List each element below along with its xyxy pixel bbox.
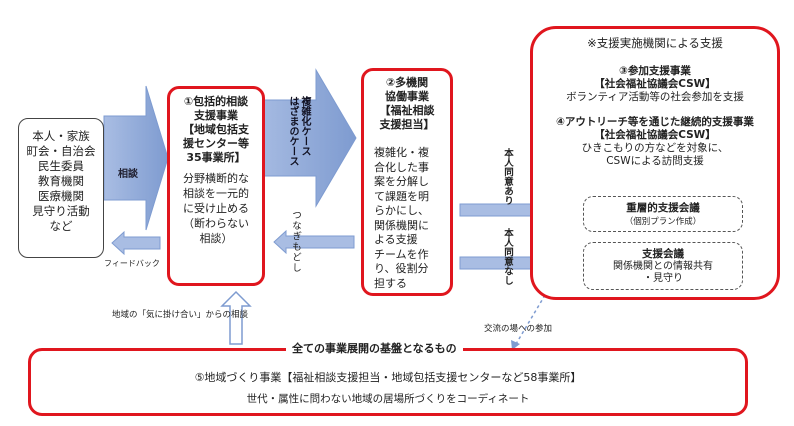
individual-line: 民生委員 bbox=[38, 159, 84, 173]
foundation-community-building: ⑤地域づくり事業【福祉相談支援担当・地域包括支援センターなど58事業所】 世代・… bbox=[28, 348, 748, 416]
item3-org: 【社会福祉協議会CSW】 bbox=[594, 78, 716, 90]
box2-body-line: らかにし、 bbox=[374, 204, 429, 217]
box2-title-line: 【福祉相談 bbox=[379, 104, 435, 117]
box2-body-line: 関係機関に bbox=[374, 218, 429, 232]
exchange-participation-label: 交流の場への参加 bbox=[484, 324, 553, 334]
box1-body: 分野横断的な 相談を一元的 に受け止める （断わらない 相談） bbox=[174, 171, 258, 246]
box2-body-line: 合化した事 bbox=[374, 160, 429, 174]
connect-back-label: つなぎもどし bbox=[290, 210, 301, 273]
exchange-arrowhead bbox=[511, 340, 520, 350]
box2-body-line: よる支援 bbox=[374, 233, 418, 246]
item3-desc: ボランティア活動等の社会参加を支援 bbox=[566, 91, 744, 103]
box2-body-line: 複雑化・複 bbox=[374, 146, 429, 159]
consult-label: 相談 bbox=[118, 169, 138, 180]
difficult-case-label: 複雑化ケース はざまのケース bbox=[287, 96, 310, 166]
box1-title-line: 支援事業 bbox=[194, 109, 238, 122]
item4-org: 【社会福祉協議会CSW】 bbox=[594, 129, 716, 141]
box1-title: ①包括的相談 支援事業 【地域包括支 援センター等 35事業所】 bbox=[174, 95, 258, 165]
feedback-arrow bbox=[111, 230, 161, 256]
individual-line: など bbox=[49, 219, 73, 233]
box1-title-line: 35事業所】 bbox=[186, 151, 246, 164]
box1-title-line: 援センター等 bbox=[183, 137, 249, 150]
item3-title: ③参加支援事業 bbox=[619, 65, 691, 77]
feedback-label: フィードバック bbox=[104, 259, 160, 268]
meeting2-title: 支援会議 bbox=[642, 248, 684, 260]
community-up-arrow bbox=[220, 290, 252, 345]
box1-comprehensive-consultation: ①包括的相談 支援事業 【地域包括支 援センター等 35事業所】 分野横断的な … bbox=[167, 86, 265, 286]
consent-yes-label: 本人同意あり bbox=[502, 148, 513, 205]
box2-title: ②多機関 協働事業 【福祉相談 支援担当】 bbox=[368, 76, 446, 132]
multi-layer-support-meeting: 重層的支援会議 （個別プラン作成） bbox=[583, 196, 743, 232]
foundation-title: ⑤地域づくり事業【福祉相談支援担当・地域包括支援センターなど58事業所】 bbox=[194, 371, 582, 384]
item4-desc-1: ひきこもりの方などを対象に、 bbox=[581, 142, 729, 154]
box1-title-line: ①包括的相談 bbox=[183, 95, 249, 108]
box1-body-line: 分野横断的な bbox=[183, 172, 249, 185]
box2-body-line: て課題を明 bbox=[374, 189, 429, 203]
item4-title: ④アウトリーチ等を通じた継続的支援事業 bbox=[556, 116, 754, 128]
meeting1-title: 重層的支援会議 bbox=[626, 202, 700, 214]
box2-body-line: 案を分解し bbox=[374, 175, 429, 188]
individual-box: 本人・家族 町会・自治会 民生委員 教育機関 医療機関 見守り活動 など bbox=[18, 118, 104, 258]
box1-body-line: に受け止める bbox=[183, 202, 249, 215]
consult-arrow bbox=[103, 85, 169, 231]
community-consult-label: 地域の「気に掛け合い」からの相談 bbox=[112, 310, 249, 320]
individual-line: 医療機関 bbox=[38, 189, 84, 203]
box2-body: 複雑化・複 合化した事 案を分解し て課題を明 らかにし、 関係機関に よる支援… bbox=[368, 146, 446, 291]
individual-line: 町会・自治会 bbox=[26, 144, 96, 158]
individual-line: 本人・家族 bbox=[32, 129, 90, 143]
meeting2-desc-1: 関係機関との情報共有 bbox=[613, 261, 713, 272]
box1-body-line: （断わらない bbox=[183, 217, 249, 230]
box2-title-line: ②多機関 bbox=[385, 76, 429, 89]
individual-line: 見守り活動 bbox=[32, 204, 90, 218]
box2-title-line: 支援担当】 bbox=[379, 118, 435, 131]
box1-body-line: 相談） bbox=[199, 232, 233, 245]
support-meeting: 支援会議 関係機関との情報共有 ・見守り bbox=[583, 242, 743, 290]
box2-body-line: 担する bbox=[374, 276, 407, 290]
consent-no-label: 本人同意なし bbox=[502, 228, 513, 285]
box2-body-line: り、役割分 bbox=[374, 262, 429, 275]
individual-line: 教育機関 bbox=[38, 174, 84, 188]
box1-title-line: 【地域包括支 bbox=[183, 123, 249, 136]
meeting2-desc-2: ・見守り bbox=[643, 273, 683, 284]
support-header: ※支援実施機関による支援 bbox=[587, 36, 723, 50]
box2-title-line: 協働事業 bbox=[385, 90, 429, 103]
box1-body-line: 相談を一元的 bbox=[183, 187, 249, 200]
meeting1-sub: （個別プラン作成） bbox=[624, 217, 702, 227]
foundation-label: 全ての事業展開の基盤となるもの bbox=[286, 340, 463, 356]
exchange-connector bbox=[515, 289, 549, 345]
individual-list: 本人・家族 町会・自治会 民生委員 教育機関 医療機関 見守り活動 など bbox=[19, 129, 103, 234]
item4-desc-2: CSWによる訪問支援 bbox=[606, 155, 704, 167]
foundation-desc: 世代・属性に問わない地域の居場所づくりをコーディネート bbox=[246, 393, 530, 405]
box2-multi-agency: ②多機関 協働事業 【福祉相談 支援担当】 複雑化・複 合化した事 案を分解し … bbox=[361, 68, 453, 296]
connect-back-arrow bbox=[273, 229, 355, 255]
box2-body-line: チームを作 bbox=[374, 247, 429, 261]
